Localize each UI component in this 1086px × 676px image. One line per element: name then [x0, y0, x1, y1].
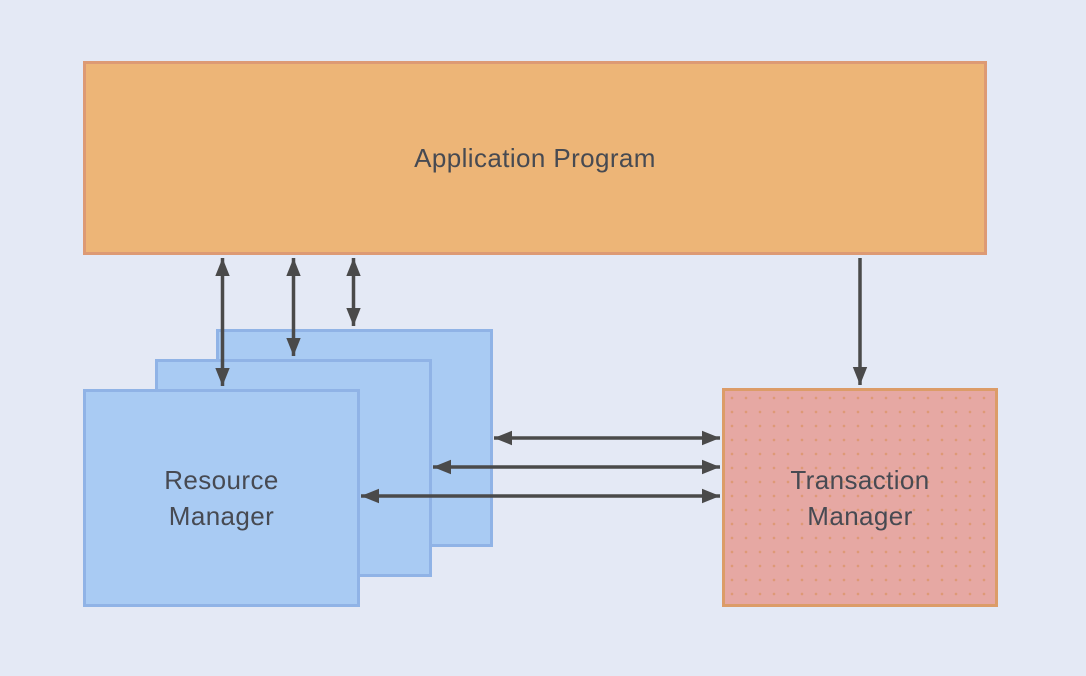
- node-transaction-manager: Transaction Manager: [722, 388, 998, 607]
- node-application-program: Application Program: [83, 61, 987, 255]
- node-resource-manager: Resource Manager: [83, 389, 360, 607]
- transaction-manager-label: Transaction Manager: [790, 464, 930, 531]
- resource-manager-label: Resource Manager: [164, 465, 279, 531]
- application-program-label: Application Program: [414, 143, 656, 173]
